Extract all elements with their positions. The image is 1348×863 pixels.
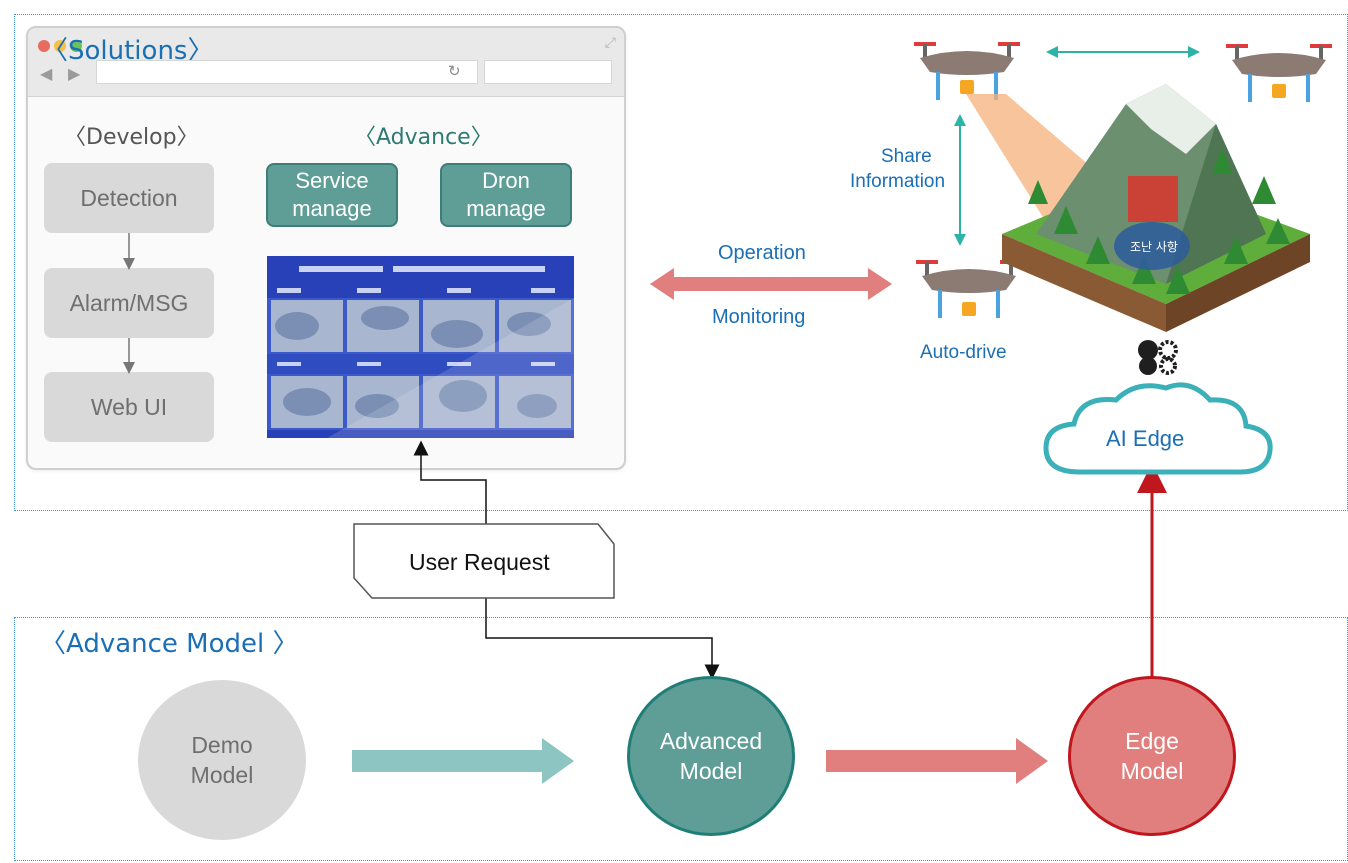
advanced-to-edge-arrow	[826, 738, 1048, 784]
advanced-model-line1: Advanced	[659, 728, 763, 754]
drone-top-left-icon	[914, 42, 1020, 100]
close-dot-icon	[38, 40, 50, 52]
back-arrow-icon[interactable]: ◀	[40, 66, 53, 83]
advance-model-title: 〈Advance Model 〉	[40, 629, 299, 659]
develop-step-alarm: Alarm/MSG	[44, 268, 214, 338]
dron-manage-label-line1: Dron	[482, 168, 530, 193]
expand-icon[interactable]: ⤢	[604, 34, 616, 50]
share-label-line2: Information	[850, 171, 946, 192]
url-field[interactable]	[96, 60, 478, 84]
user-request-label: User Request	[409, 549, 550, 575]
advanced-model-line2: Model	[679, 758, 743, 784]
edge-model-line2: Model	[1120, 758, 1184, 784]
edge-model-node: Edge Model	[1068, 676, 1236, 836]
demo-model-line2: Model	[190, 762, 254, 788]
ai-brain-gears-icon	[1138, 340, 1178, 375]
advanced-model-node: Advanced Model	[627, 676, 795, 836]
service-manage-label-line1: Service	[295, 168, 369, 193]
minimize-dot-icon	[54, 40, 66, 52]
reload-icon[interactable]: ↻	[448, 63, 461, 80]
dron-manage-label-line2: manage	[466, 196, 546, 221]
develop-heading: 〈Develop〉	[64, 125, 199, 150]
service-manage-label-line2: manage	[292, 196, 372, 221]
browser-toolbar: 〈Solutions〉 ◀ ▶ ↻ ⤢	[28, 28, 624, 97]
service-manage-button[interactable]: Service manage	[266, 163, 398, 227]
drone-top-right-icon	[1226, 44, 1332, 102]
share-label-line1: Share	[881, 146, 932, 167]
dron-manage-button[interactable]: Dron manage	[440, 163, 572, 227]
monitoring-label: Monitoring	[712, 306, 806, 328]
develop-step-webui: Web UI	[44, 372, 214, 442]
demo-model-node: Demo Model	[138, 680, 306, 840]
operation-monitoring-arrow	[650, 268, 892, 300]
dashboard-screen-image	[267, 256, 574, 438]
forward-arrow-icon[interactable]: ▶	[68, 66, 81, 83]
auto-drive-label: Auto-drive	[920, 342, 1007, 363]
search-field[interactable]	[484, 60, 612, 84]
demo-model-line1: Demo	[191, 732, 253, 758]
demo-to-advanced-arrow	[352, 738, 574, 784]
operation-label: Operation	[718, 242, 806, 264]
incident-badge: 조난 사항	[1130, 240, 1178, 254]
mountain-terrain-image	[966, 84, 1310, 332]
maximize-dot-icon	[70, 40, 82, 52]
advance-heading: 〈Advance〉	[354, 125, 493, 150]
edge-model-line1: Edge	[1125, 728, 1179, 754]
develop-step-detection: Detection	[44, 163, 214, 233]
ai-edge-label: AI Edge	[1106, 426, 1185, 451]
user-request-shape	[353, 523, 615, 599]
ai-edge-cloud-icon	[1043, 382, 1273, 475]
